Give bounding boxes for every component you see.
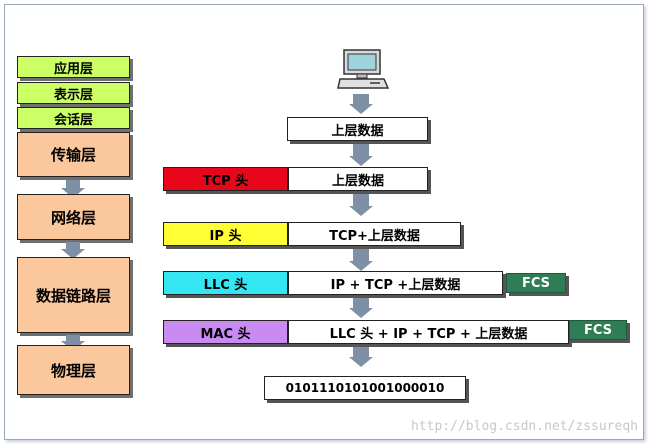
ip-header-box: IP 头 xyxy=(163,222,288,246)
flow-arrow-shaft xyxy=(353,249,369,261)
tcp-header-box: TCP 头 xyxy=(163,167,288,191)
watermark: http://blog.csdn.net/zssureqh xyxy=(411,419,638,434)
llc-frame-data-box: IP + TCP +上层数据 xyxy=(288,271,503,295)
flow-arrow-shaft xyxy=(353,194,369,206)
layer-arrow-head xyxy=(61,249,85,259)
flow-arrow-head xyxy=(349,308,373,318)
mac-frame-data-box: LLC 头 + IP + TCP + 上层数据 xyxy=(288,320,569,344)
ip-packet-data-box: TCP+上层数据 xyxy=(288,222,461,246)
mac-fcs-box: FCS xyxy=(569,320,627,340)
llc-fcs-box: FCS xyxy=(506,273,566,293)
flow-arrow-head xyxy=(349,206,373,216)
layer-datalink: 数据链路层 xyxy=(17,257,130,333)
flow-arrow-head xyxy=(349,357,373,367)
flow-arrow-head xyxy=(349,156,373,166)
flow-arrow-head xyxy=(349,104,373,114)
layer-transport: 传输层 xyxy=(17,132,130,177)
bitstream-box: 0101110101001000010 xyxy=(264,376,466,400)
layer-application: 应用层 xyxy=(17,56,130,78)
computer-icon xyxy=(336,48,390,94)
upper-data-box: 上层数据 xyxy=(287,117,428,141)
llc-header-box: LLC 头 xyxy=(163,271,288,295)
mac-header-box: MAC 头 xyxy=(163,320,288,344)
flow-arrow-shaft xyxy=(353,144,369,156)
layer-arrow-shaft xyxy=(66,242,80,249)
layer-presentation: 表示层 xyxy=(17,82,130,104)
tcp-segment-data-box: 上层数据 xyxy=(288,167,428,191)
layer-network: 网络层 xyxy=(17,194,130,240)
flow-arrow-shaft xyxy=(353,94,369,104)
layer-physical: 物理层 xyxy=(17,345,130,395)
layer-arrow-shaft xyxy=(66,335,80,341)
flow-arrow-shaft xyxy=(353,298,369,308)
flow-arrow-head xyxy=(349,261,373,271)
flow-arrow-shaft xyxy=(353,347,369,357)
layer-session: 会话层 xyxy=(17,107,130,129)
layer-arrow-shaft xyxy=(66,180,80,188)
layer-arrow-head xyxy=(61,188,85,198)
